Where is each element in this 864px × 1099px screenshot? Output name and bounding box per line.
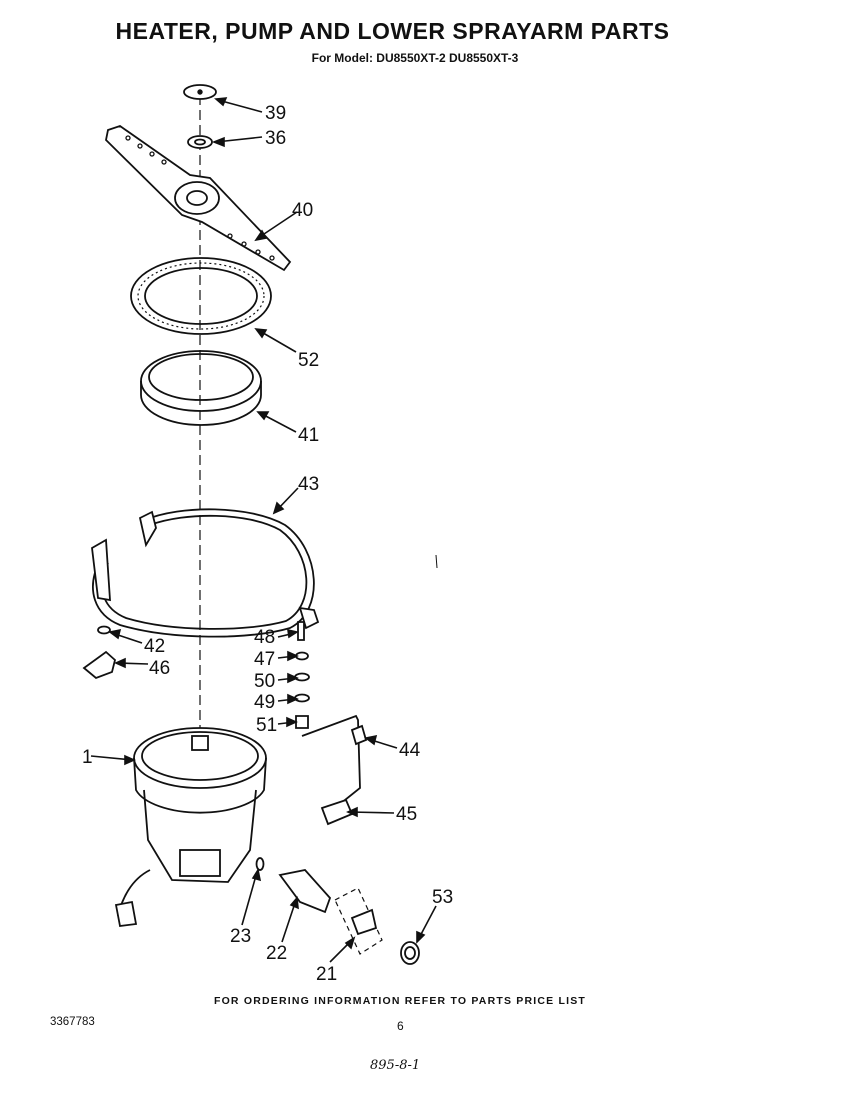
callout-41: 41 bbox=[298, 425, 319, 446]
handwritten-note: 895-8-1 bbox=[370, 1058, 421, 1073]
callout-48: 48 bbox=[254, 627, 275, 648]
callout-53: 53 bbox=[432, 887, 453, 908]
callout-43: 43 bbox=[298, 474, 319, 495]
part-1-pump-motor bbox=[114, 727, 267, 927]
fastener-stack bbox=[294, 621, 310, 729]
part-36-nut bbox=[187, 135, 213, 149]
callout-23: 23 bbox=[230, 926, 251, 947]
callout-40: 40 bbox=[292, 200, 313, 221]
callout-22: 22 bbox=[266, 943, 287, 964]
document-number: 3367783 bbox=[50, 1016, 95, 1028]
callout-36: 36 bbox=[265, 128, 286, 149]
leader-lines bbox=[90, 97, 437, 963]
part-40-sprayarm bbox=[105, 125, 292, 272]
part-39-cap bbox=[183, 84, 217, 100]
callout-42: 42 bbox=[144, 636, 165, 657]
callout-21: 21 bbox=[316, 964, 337, 985]
ordering-note: FOR ORDERING INFORMATION REFER TO PARTS … bbox=[213, 995, 587, 1007]
callout-45: 45 bbox=[396, 804, 417, 825]
part-46-bracket bbox=[82, 650, 117, 680]
callout-50: 50 bbox=[254, 671, 275, 692]
part-43-heater bbox=[91, 508, 320, 638]
part-21-clip bbox=[334, 887, 383, 955]
callout-47: 47 bbox=[254, 649, 275, 670]
callout-1: 1 bbox=[82, 747, 93, 768]
part-23-oring bbox=[255, 857, 265, 871]
callout-44: 44 bbox=[399, 740, 421, 761]
part-53-clamp bbox=[400, 941, 420, 965]
part-42-washer bbox=[97, 625, 111, 635]
diagram-title: HEATER, PUMP AND LOWER SPRAYARM PARTS bbox=[115, 18, 670, 44]
callout-51: 51 bbox=[256, 715, 277, 736]
callout-46: 46 bbox=[149, 658, 170, 679]
small-dash-mark bbox=[435, 554, 438, 569]
page-number: 6 bbox=[397, 1019, 404, 1033]
model-subtitle: For Model: DU8550XT-2 DU8550XT-3 bbox=[311, 51, 519, 65]
part-52-filter-screen bbox=[130, 257, 272, 335]
part-22-sensor bbox=[278, 869, 332, 914]
callout-39: 39 bbox=[265, 103, 286, 124]
part-41-seal bbox=[140, 350, 262, 426]
callout-52: 52 bbox=[298, 350, 319, 371]
callout-49: 49 bbox=[254, 692, 275, 713]
